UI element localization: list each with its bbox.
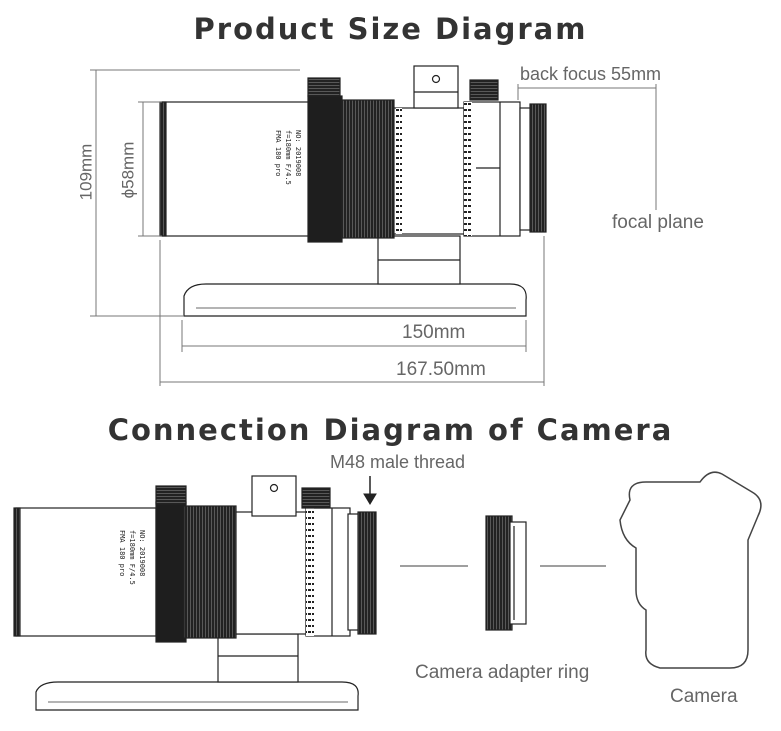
svg-text:NO: 2019008: NO: 2019008 xyxy=(294,130,302,176)
telescope-connection-view: FMA 180 pro f=180mm F/4.5 NO: 2019008 xyxy=(13,475,377,711)
svg-text:FMA 180 pro: FMA 180 pro xyxy=(274,130,282,176)
product-size-title: Product Size Diagram xyxy=(193,12,588,46)
adapter-ring-drawing xyxy=(485,515,527,631)
dimension-lines xyxy=(90,69,657,386)
svg-text:NO: 2019008: NO: 2019008 xyxy=(138,530,146,576)
height-dim-label: 109mm xyxy=(76,143,96,201)
camera-label: Camera xyxy=(670,686,738,707)
telescope-side-view: FMA 180 pro f=180mm F/4.5 NO: 2019008 xyxy=(159,65,547,317)
thread-arrow xyxy=(363,476,377,505)
total-length-label: 167.50mm xyxy=(396,359,486,380)
svg-text:f=180mm F/4.5: f=180mm F/4.5 xyxy=(128,530,136,585)
thread-label: M48 male thread xyxy=(330,452,466,472)
diameter-dim-label: ϕ58mm xyxy=(118,141,138,199)
back-focus-label: back focus 55mm xyxy=(520,64,662,84)
adapter-label: Camera adapter ring xyxy=(415,662,590,683)
camera-drawing xyxy=(619,471,762,669)
focal-plane-label: focal plane xyxy=(612,212,704,233)
base-length-label: 150mm xyxy=(402,322,466,343)
svg-text:f=180mm F/4.5: f=180mm F/4.5 xyxy=(284,130,292,185)
svg-text:FMA 180 pro: FMA 180 pro xyxy=(118,530,126,576)
connection-diagram-title: Connection Diagram of Camera xyxy=(107,413,674,447)
